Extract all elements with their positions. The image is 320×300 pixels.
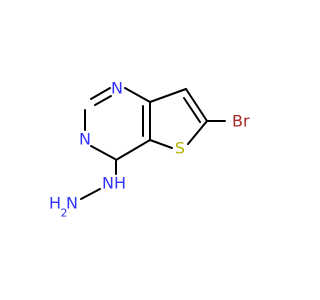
atom-nh2-h: H xyxy=(49,194,61,213)
bond-n-top-c2 xyxy=(90,87,111,100)
atom-n-top: N xyxy=(111,79,123,98)
atom-nh: NH xyxy=(102,174,126,193)
bond-c6-s xyxy=(187,120,208,145)
bonds xyxy=(80,87,226,200)
bond-c7a-c7 xyxy=(149,88,187,103)
bond-c7a-n-top xyxy=(124,87,151,103)
atom-br: Br xyxy=(232,112,250,131)
atom-labels: N N S Br NH H N 2 xyxy=(49,79,250,220)
bond-n-left-c4 xyxy=(90,145,116,160)
atom-nh2-subscript: 2 xyxy=(61,207,68,220)
bond-nh-nh2 xyxy=(80,188,101,200)
bond-s-c4a xyxy=(149,139,173,149)
bond-c4-c4a xyxy=(115,139,151,161)
molecule-canvas: N N S Br NH H N 2 xyxy=(49,79,250,220)
bond-n-top-c2-inner xyxy=(94,95,112,106)
bond-c7-c6-inner xyxy=(183,97,201,123)
atom-n-left: N xyxy=(79,130,91,149)
molecule-structure: N N S Br NH H N 2 xyxy=(49,79,250,220)
atom-nh2-n: N xyxy=(66,194,78,213)
bond-c7-c6 xyxy=(185,88,208,122)
atom-s: S xyxy=(175,139,185,158)
